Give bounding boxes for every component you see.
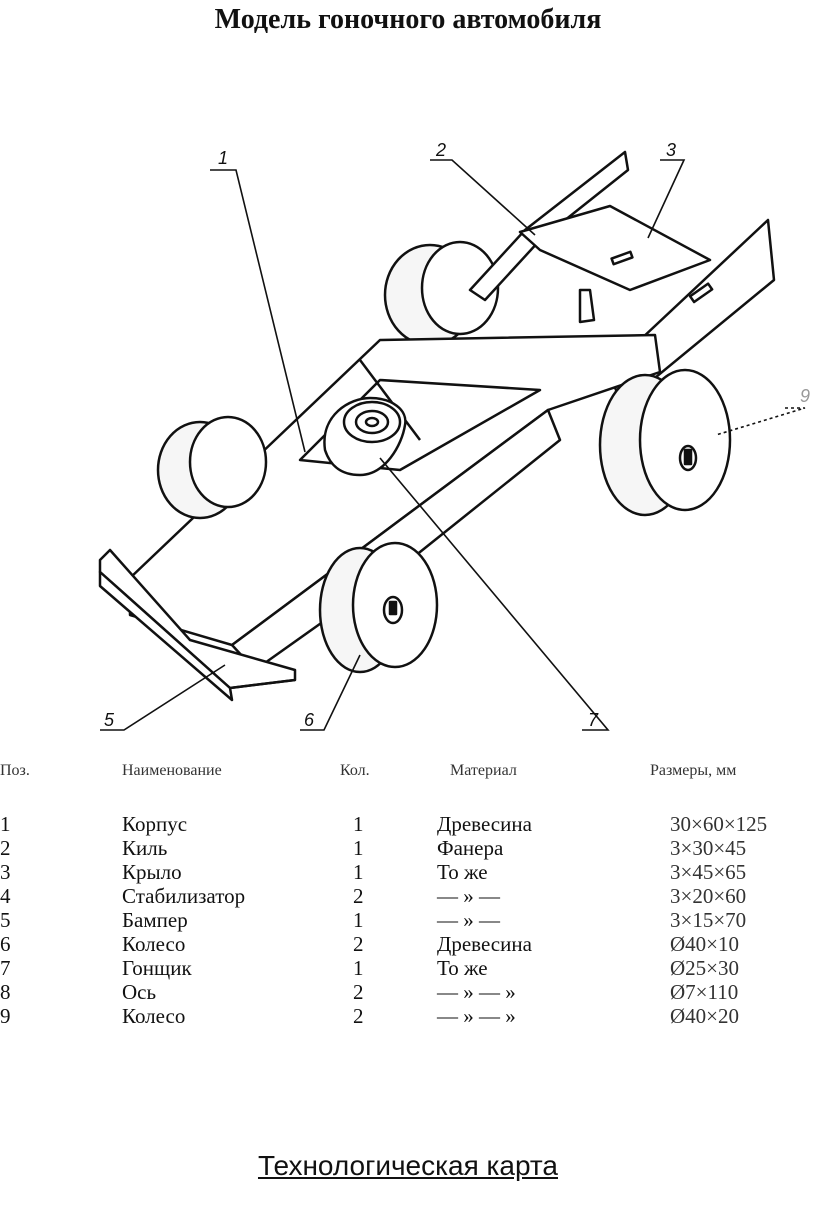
header-qty: Кол. [340,762,370,779]
row-name: Колесо [122,1004,186,1028]
row-material: — » — [437,908,500,932]
row-name: Корпус [122,812,188,836]
row-size: 3×15×70 [670,908,747,932]
row-size: 3×45×65 [670,860,747,884]
row-qty: 2 [353,1004,364,1028]
header-name: Наименование [122,762,222,779]
row-pos: 9 [0,1004,11,1028]
row-name: Колесо [122,932,186,956]
row-material: — » — » [437,980,516,1004]
row-material: — » — » [437,1004,516,1028]
callout-3: 3 [666,140,676,160]
row-material: Древесина [437,812,532,836]
row-pos: 5 [0,908,11,932]
row-name: Бампер [122,908,188,932]
rear-left-wheel [383,240,500,347]
table-row: 3 Крыло 1 То же 3×45×65 [0,860,816,884]
row-size: 3×20×60 [670,884,747,908]
row-name: Крыло [122,860,182,884]
row-qty: 2 [353,884,364,908]
row-material: Древесина [437,932,532,956]
row-pos: 7 [0,956,11,980]
row-pos: 3 [0,860,11,884]
table-row: 2 Киль 1 Фанера 3×30×45 [0,836,816,860]
rear-right-wheel [598,368,732,517]
page-title: Модель гоночного автомобиля [214,4,602,35]
row-pos: 1 [0,812,11,836]
callout-9: 9 [800,386,810,406]
table-row: 1 Корпус 1 Древесина 30×60×125 [0,812,816,836]
front-bumper [98,548,297,702]
row-qty: 1 [353,812,364,836]
row-size: Ø40×20 [670,1004,740,1028]
front-left-wheel [156,415,268,520]
driver [323,396,407,477]
row-material: То же [437,956,488,980]
row-name: Стабилизатор [122,884,246,908]
row-name: Гонщик [122,956,192,980]
row-qty: 1 [353,860,364,884]
row-material: То же [437,860,488,884]
table-row: 5 Бампер 1 — » — 3×15×70 [0,908,816,932]
callout-1: 1 [218,148,228,168]
row-qty: 1 [353,908,364,932]
row-qty: 2 [353,980,364,1004]
row-size: Ø7×110 [670,980,739,1004]
table-row: 4 Стабилизатор 2 — » — 3×20×60 [0,884,816,908]
header-pos: Поз. [0,762,30,779]
row-name: Киль [122,836,168,860]
row-material: — » — [437,884,500,908]
row-pos: 4 [0,884,11,908]
table-row: 6 Колесо 2 Древесина Ø40×10 [0,932,816,956]
front-right-wheel [318,541,439,674]
row-qty: 1 [353,836,364,860]
header-material: Материал [450,762,517,779]
row-qty: 1 [353,956,364,980]
row-name: Ось [122,980,157,1004]
row-pos: 8 [0,980,11,1004]
callout-6: 6 [304,710,315,730]
row-material: Фанера [437,836,504,860]
table-row: 9 Колесо 2 — » — » Ø40×20 [0,1004,816,1028]
table-row: 8 Ось 2 — » — » Ø7×110 [0,980,816,1004]
table-row: 7 Гонщик 1 То же Ø25×30 [0,956,816,980]
row-pos: 6 [0,932,11,956]
row-size: 3×30×45 [670,836,747,860]
callout-2: 2 [435,140,446,160]
row-pos: 2 [0,836,11,860]
row-qty: 2 [353,932,364,956]
parts-table: Поз. Наименование Кол. Материал Размеры,… [0,762,816,1042]
callout-7: 7 [588,710,599,730]
row-size: Ø25×30 [670,956,740,980]
callout-5: 5 [104,710,115,730]
race-car-drawing: 1 2 3 5 6 7 9 [98,140,810,731]
row-size: 30×60×125 [670,812,768,836]
row-size: Ø40×10 [670,932,740,956]
footer-heading: Технологическая карта [257,1150,558,1181]
header-size: Размеры, мм [650,762,737,779]
